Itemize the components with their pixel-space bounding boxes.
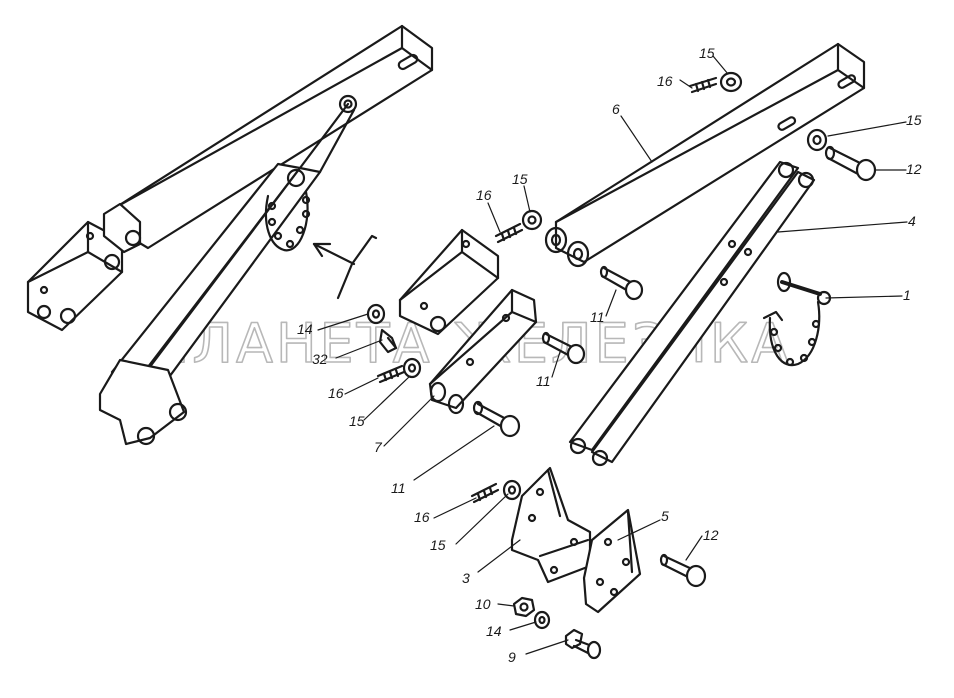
callout-11-b: 11 (536, 373, 551, 389)
callout-16-mid: 16 (476, 187, 492, 203)
left-assembled-support (26, 24, 434, 446)
callout-1: 1 (903, 287, 911, 303)
callout-14-low: 14 (486, 623, 502, 639)
u-clamp-bracket (398, 228, 500, 336)
direction-arrow (312, 234, 378, 300)
washer-15-top (719, 71, 743, 93)
bolt-12-upper (824, 145, 877, 182)
bolt-11-mid (541, 331, 586, 365)
callout-7: 7 (374, 439, 383, 455)
callout-14-left: 14 (297, 321, 313, 337)
nut-10 (512, 596, 536, 618)
callout-9: 9 (508, 649, 516, 665)
callout-16-left: 16 (328, 385, 344, 401)
bolt-9 (564, 628, 602, 660)
nut-14-left (366, 303, 386, 325)
bolt-11-lower (472, 400, 521, 438)
callout-16-top: 16 (657, 73, 673, 89)
washer-14-low (533, 610, 551, 630)
callout-15-low: 15 (430, 537, 446, 553)
callout-12-low: 12 (703, 527, 719, 543)
washer-15-right (806, 128, 828, 152)
callout-15-top: 15 (699, 45, 715, 61)
screw-16-mid (494, 222, 524, 244)
bolt-11-upper (599, 265, 644, 301)
bolt-32 (378, 328, 398, 354)
part-4-strut (568, 160, 816, 467)
callout-3: 3 (462, 570, 470, 586)
callout-16-low: 16 (414, 509, 430, 525)
callout-labels: 15 16 6 15 12 4 1 16 15 11 11 14 32 16 1… (297, 45, 922, 665)
part-1-pin-chain (762, 271, 832, 367)
callout-4: 4 (908, 213, 916, 229)
washer-15-left (402, 357, 422, 379)
part-3-bracket (510, 466, 592, 584)
washer-15-low (502, 479, 522, 501)
callout-32: 32 (312, 351, 328, 367)
leader-lines (317, 55, 908, 655)
callout-11-c: 11 (391, 480, 406, 496)
screw-16-top (688, 76, 718, 94)
callout-11-a: 11 (590, 309, 605, 325)
bolt-12-lower (659, 553, 707, 588)
part-6-tube (544, 42, 866, 268)
washer-15-mid (521, 209, 543, 231)
callout-15-right: 15 (906, 112, 922, 128)
part-7-link-plate (428, 288, 538, 415)
callout-15-left: 15 (349, 413, 365, 429)
callout-12-right: 12 (906, 161, 922, 177)
callout-6: 6 (612, 101, 620, 117)
part-5-plate (582, 508, 642, 614)
screw-16-left (376, 364, 406, 384)
callout-5: 5 (661, 508, 669, 524)
screw-16-low (470, 482, 500, 504)
callout-15-mid: 15 (512, 171, 528, 187)
callout-10: 10 (475, 596, 491, 612)
